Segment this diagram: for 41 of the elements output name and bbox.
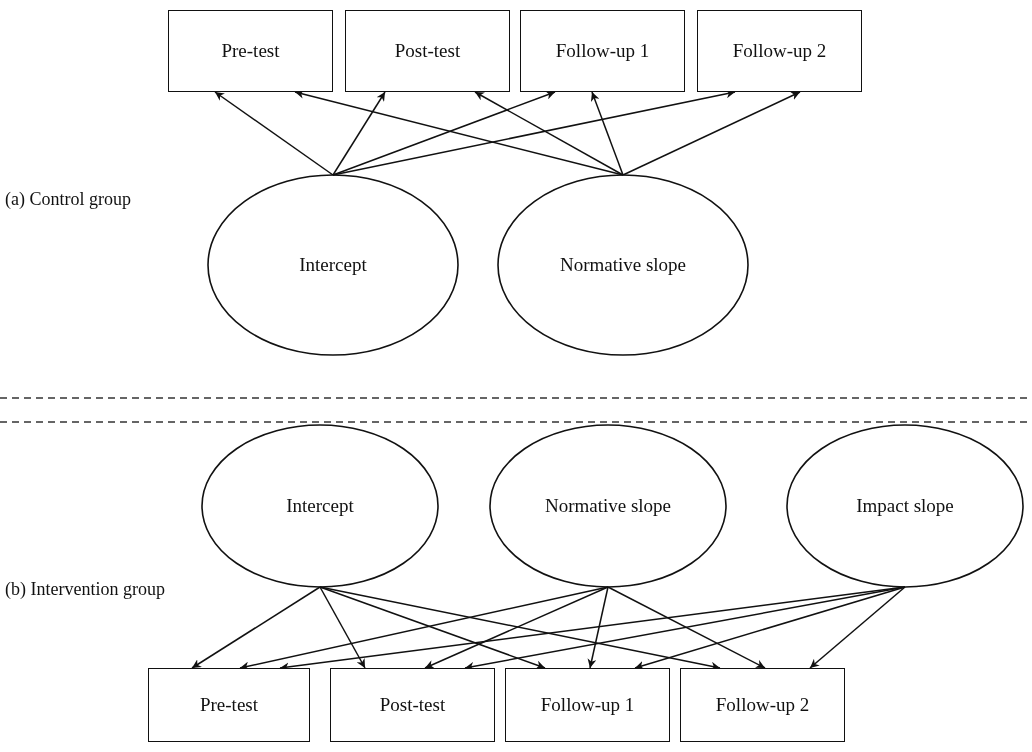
latent-factor-ellipse <box>490 425 726 587</box>
measurement-box <box>505 668 670 742</box>
arrow <box>622 91 801 176</box>
node-label: Pre-test <box>199 694 258 716</box>
measurement-box <box>697 10 862 92</box>
node-label: Normative slope <box>544 495 672 517</box>
latent-factor-ellipse <box>202 425 438 587</box>
arrow <box>424 586 609 669</box>
arrow <box>587 586 609 669</box>
node-label: Post-test <box>394 40 461 62</box>
arrow <box>319 586 546 670</box>
group-label: (b) Intervention group <box>5 579 165 600</box>
node-label: Follow-up 2 <box>732 40 827 62</box>
node-label: Normative slope <box>559 254 687 276</box>
measurement-box <box>330 668 495 742</box>
arrow <box>332 90 556 176</box>
measurement-box <box>148 668 310 742</box>
measurement-box <box>168 10 333 92</box>
latent-factor-ellipse <box>498 175 748 355</box>
arrow <box>607 586 766 669</box>
node-label: Post-test <box>379 694 446 716</box>
latent-factor-ellipse <box>787 425 1023 587</box>
measurement-box <box>345 10 510 92</box>
latent-factor-ellipse <box>208 175 458 355</box>
node-label: Pre-test <box>221 40 280 62</box>
arrow <box>191 586 321 669</box>
node-label: Impact slope <box>856 495 954 517</box>
measurement-box <box>680 668 845 742</box>
arrow <box>319 586 366 669</box>
measurement-box <box>520 10 685 92</box>
arrow <box>474 91 624 176</box>
arrow <box>332 91 386 176</box>
node-label: Follow-up 1 <box>555 40 650 62</box>
arrow <box>809 586 906 669</box>
node-label: Intercept <box>299 254 367 276</box>
arrow <box>590 91 624 176</box>
group-label: (a) Control group <box>5 189 131 210</box>
node-label: Intercept <box>286 495 354 517</box>
node-label: Follow-up 2 <box>715 694 810 716</box>
arrow <box>214 91 334 176</box>
node-label: Follow-up 1 <box>540 694 635 716</box>
